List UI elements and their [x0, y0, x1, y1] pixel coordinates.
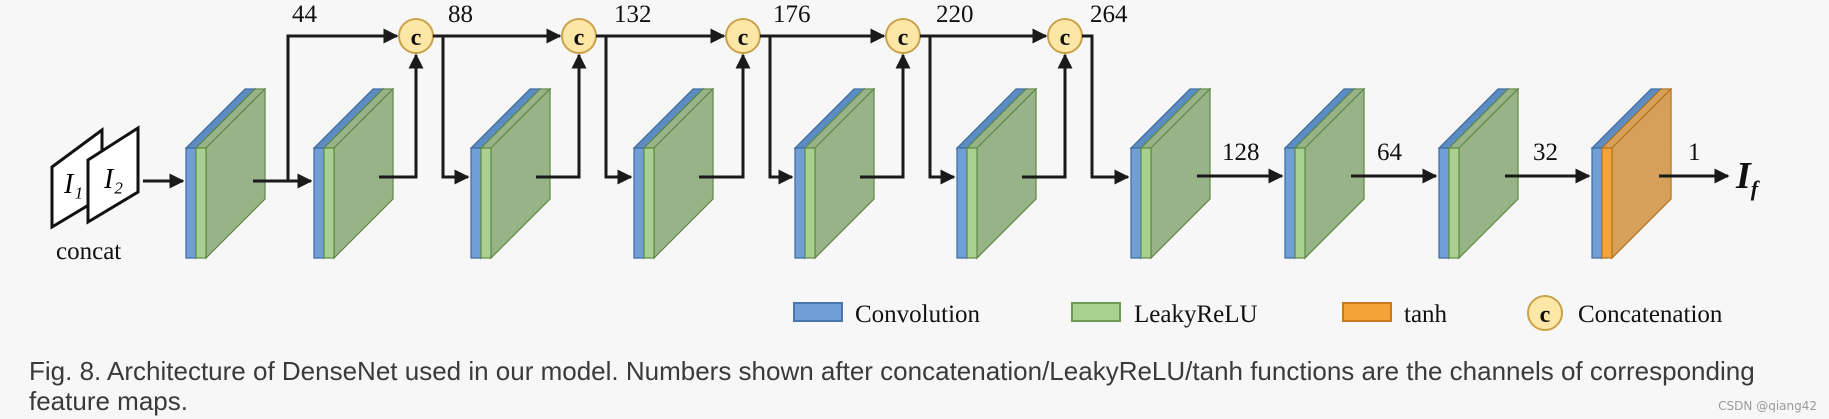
arrow-to-concat-3: [860, 53, 911, 179]
channel-label-32: 32: [1533, 139, 1558, 166]
legend-label-leakyrelu: LeakyReLU: [1134, 301, 1258, 328]
concat-node: c: [725, 18, 761, 54]
legend-swatch-concatenation: [1527, 295, 1563, 331]
watermark: CSDN @qiang42: [1718, 399, 1817, 413]
svg-text:If: If: [1735, 155, 1761, 201]
tanh-layer-front: [1601, 147, 1613, 259]
channel-label-220: 220: [936, 1, 974, 28]
conv-leakyrelu-block: [312, 87, 395, 260]
conv-layer-front: [185, 147, 197, 259]
channel-label-1: 1: [1688, 139, 1701, 166]
leakyrelu-layer-front: [480, 147, 492, 259]
conv-leakyrelu-block: [469, 87, 552, 260]
arrow-concat-1-to-block: [596, 34, 633, 185]
leakyrelu-layer-front: [966, 147, 978, 259]
input-image-2: I₂: [86, 125, 140, 225]
arrow-to-concat-2: [699, 53, 751, 179]
output-label: If: [1735, 155, 1761, 201]
legend-swatch-leakyrelu: [1071, 302, 1121, 322]
channel-label-176: 176: [773, 1, 811, 28]
conv-leakyrelu-block: [1437, 87, 1520, 260]
concat-node-symbol: c: [738, 25, 749, 51]
legend-concat-symbol: c: [1540, 302, 1551, 328]
concat-node-symbol: c: [898, 25, 909, 51]
leakyrelu-layer-front: [1140, 147, 1152, 259]
output-sub: f: [1751, 176, 1761, 201]
layer-blocks: [184, 87, 1673, 260]
leakyrelu-layer-front: [804, 147, 816, 259]
channel-labels: 44 88 132 176 220 264 128 64 32 1: [292, 1, 1701, 166]
leakyrelu-layer-front: [195, 147, 207, 259]
leakyrelu-layer-front: [643, 147, 655, 259]
concat-label: concat: [56, 238, 121, 265]
input-image-2-label: I₂: [103, 164, 123, 195]
channel-label-128: 128: [1222, 139, 1260, 166]
concat-node-symbol: c: [574, 25, 585, 51]
conv-leakyrelu-block: [1283, 87, 1366, 260]
conv-layer-front: [470, 147, 482, 259]
leakyrelu-layer-front: [1294, 147, 1306, 259]
concat-node: c: [561, 18, 597, 54]
leakyrelu-layer-front: [1448, 147, 1460, 259]
concat-node-symbol: c: [1060, 25, 1071, 51]
conv-layer-front: [1284, 147, 1296, 259]
concat-node: c: [1047, 18, 1083, 54]
concat-node: c: [398, 18, 434, 54]
conv-leakyrelu-block: [632, 87, 715, 260]
connections: [143, 28, 1730, 189]
input-images: I₁ I₂ concat: [50, 125, 140, 265]
input-image-1-label: I₁: [63, 169, 83, 200]
legend: Convolution LeakyReLU tanh c Concatenati…: [793, 295, 1723, 331]
skip-block-0: [286, 28, 399, 181]
channel-label-264: 264: [1090, 1, 1128, 28]
arrow-to-concat-4: [1022, 53, 1073, 179]
concat-node-symbol: c: [411, 25, 422, 51]
conv-layer-front: [956, 147, 968, 259]
arrow-concat-4-to-block: [1082, 34, 1130, 185]
figure-caption: Fig. 8. Architecture of DenseNet used in…: [29, 356, 1755, 416]
arrow-to-concat-0: [379, 53, 424, 179]
conv-layer-front: [1130, 147, 1142, 259]
conv-layer-front: [633, 147, 645, 259]
conv-leakyrelu-block: [1129, 87, 1212, 260]
conv-layer-front: [1591, 147, 1603, 259]
arrow-concat-0-to-block: [433, 34, 470, 185]
arrow-to-concat-1: [536, 53, 587, 179]
output-main: I: [1735, 155, 1752, 197]
arrow-concat-3-to-block: [920, 34, 956, 185]
channel-label-88: 88: [448, 1, 473, 28]
conv-layer-front: [1438, 147, 1450, 259]
conv-leakyrelu-block: [184, 87, 267, 260]
legend-label-convolution: Convolution: [855, 301, 981, 328]
conv-leakyrelu-block: [955, 87, 1038, 260]
conv-tanh-block: [1590, 87, 1673, 260]
channel-label-44: 44: [292, 1, 318, 28]
arrow-concat-2-to-block: [760, 34, 794, 185]
legend-label-concatenation: Concatenation: [1578, 301, 1723, 328]
leakyrelu-layer-front: [323, 147, 335, 259]
legend-swatch-tanh: [1342, 302, 1392, 322]
channel-label-64: 64: [1377, 139, 1403, 166]
legend-label-tanh: tanh: [1404, 301, 1448, 328]
conv-layer-front: [313, 147, 325, 259]
conv-layer-front: [794, 147, 806, 259]
legend-swatch-convolution: [793, 302, 843, 322]
concat-node: c: [885, 18, 921, 54]
conv-leakyrelu-block: [793, 87, 876, 260]
channel-label-132: 132: [614, 1, 652, 28]
